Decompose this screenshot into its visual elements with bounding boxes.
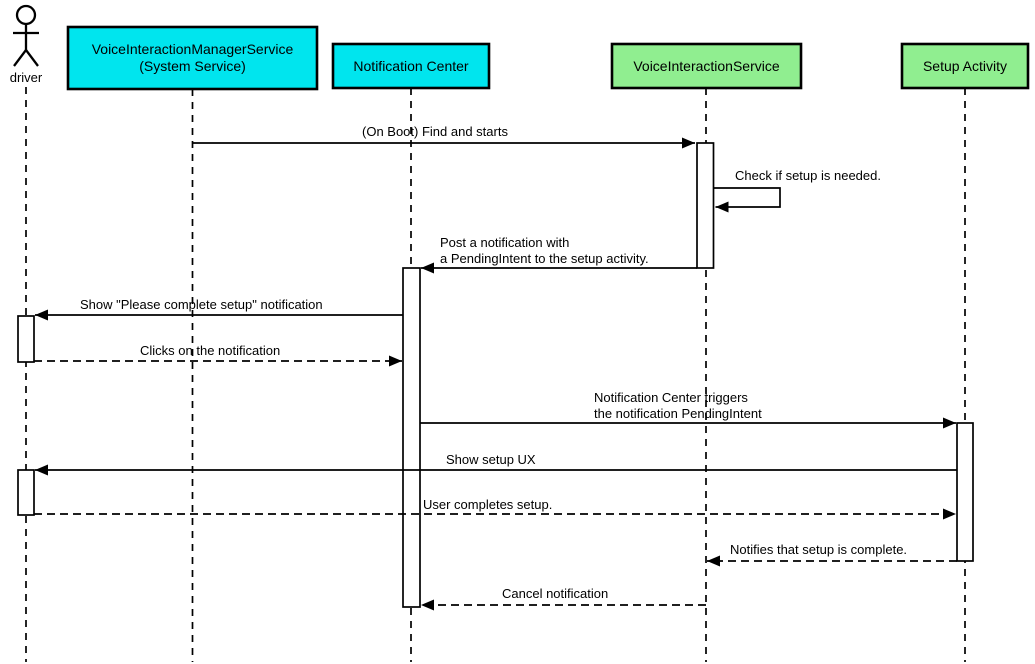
activation-driver-1 [17, 315, 35, 363]
participant-setup-activity: Setup Activity [900, 42, 1030, 90]
activation-notification-center [402, 267, 421, 608]
participant-voice-interaction-manager-service: VoiceInteractionManagerService (System S… [66, 25, 319, 91]
message-label-clicks-notification: Clicks on the notification [140, 343, 280, 358]
actor-driver-label: driver [10, 70, 43, 85]
message-arrow-check-if-setup-needed [714, 187, 781, 213]
message-label-user-completes-setup: User completes setup. [423, 497, 552, 512]
participant-voice-interaction-service: VoiceInteractionService [610, 42, 803, 90]
participant-box-voice-interaction-service [610, 42, 803, 90]
message-label-post-notification-line2: a PendingIntent to the setup activity. [440, 251, 649, 266]
activation-voice-interaction-service [696, 142, 715, 269]
participant-label-line2: (System Service) [139, 58, 246, 74]
participant-label: Notification Center [353, 58, 469, 74]
actor-leg-left [13, 49, 27, 67]
message-label-notifies-setup-complete: Notifies that setup is complete. [730, 542, 907, 557]
actor-leg-right [25, 49, 39, 67]
participant-box-notification-center [331, 42, 491, 90]
message-label-cancel-notification: Cancel notification [502, 586, 608, 601]
participant-box-voice-interaction-manager-service [66, 25, 319, 91]
participant-label: Setup Activity [923, 58, 1007, 74]
activation-setup-activity [956, 422, 974, 562]
participant-box-setup-activity [900, 42, 1030, 90]
participant-label: VoiceInteractionService [633, 58, 780, 74]
message-label-triggers-pendingintent-line2: the notification PendingIntent [594, 406, 762, 421]
actor-head [15, 4, 37, 26]
message-label-show-complete-setup-notification: Show "Please complete setup" notificatio… [80, 297, 323, 312]
message-label-check-if-setup-needed: Check if setup is needed. [735, 168, 881, 183]
participant-label-line1: VoiceInteractionManagerService [92, 41, 294, 57]
message-label-triggers-pendingintent-line1: Notification Center triggers [594, 390, 748, 405]
actor-driver: driver [10, 4, 43, 85]
message-label-on-boot-find-and-starts: (On Boot) Find and starts [362, 124, 508, 139]
participant-notification-center: Notification Center [331, 42, 491, 90]
activation-driver-2 [17, 469, 35, 516]
message-label-show-setup-ux: Show setup UX [446, 452, 536, 467]
message-label-post-notification-line1: Post a notification with [440, 235, 569, 250]
